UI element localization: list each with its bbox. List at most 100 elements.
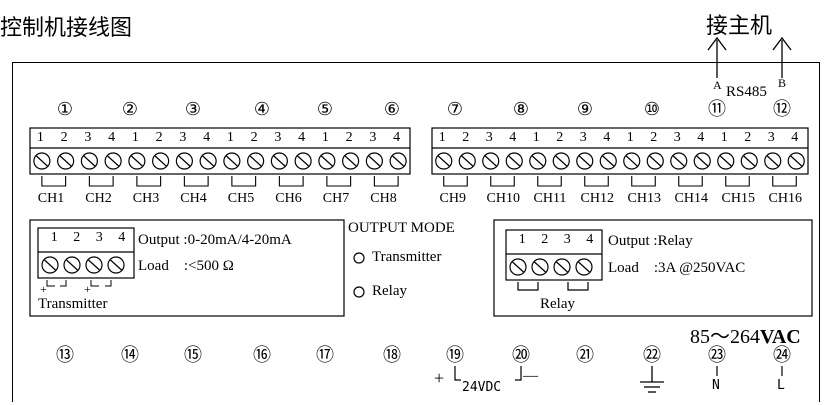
relay-box [493, 219, 813, 317]
channel-label: CH2 [85, 191, 112, 206]
channel-label: CH13 [627, 191, 661, 206]
transmitter-polarity [46, 280, 112, 287]
terminal-number-22: ㉒ [643, 345, 661, 365]
terminal-screw [575, 258, 593, 276]
terminal-screw [223, 152, 241, 170]
channel-bracket [490, 176, 515, 187]
channel-bracket [231, 176, 257, 187]
channel-label: CH3 [132, 191, 160, 206]
pin-number: 2 [345, 130, 353, 145]
terminal-screw [318, 152, 336, 170]
terminal-screw [529, 152, 547, 170]
pin-number: 1 [532, 130, 540, 145]
pin-number: 1 [720, 130, 728, 145]
pin-number: 4 [118, 230, 126, 245]
terminal-number-19: ⑲ [446, 345, 464, 365]
channel-label: CH15 [721, 191, 755, 206]
ac-unit: VAC [760, 326, 801, 348]
pin-number: 4 [393, 130, 401, 145]
terminal-screw [717, 152, 735, 170]
pin-number: 3 [95, 230, 103, 245]
transmitter-load-spec: Load :<500 Ω [138, 258, 234, 274]
rs485-label: RS485 [726, 84, 767, 100]
terminal-number-11: ⑪ [708, 99, 726, 119]
channel-label: CH14 [674, 191, 708, 206]
pin-number: 1 [226, 130, 234, 145]
relay-caption: Relay [540, 296, 575, 312]
terminal-block-right [431, 127, 809, 175]
host-connection-label: 接主机 [706, 14, 773, 39]
pin-number: 1 [321, 130, 329, 145]
pin-number: 1 [438, 130, 446, 145]
pin-number: 2 [744, 130, 752, 145]
output-mode-transmitter-radio [353, 252, 365, 264]
relay-pin-numbers: 1 2 3 4 [511, 232, 601, 248]
channel-bracket [136, 176, 162, 187]
terminal-screw [152, 152, 170, 170]
terminal-screw [175, 152, 193, 170]
terminal-screw [693, 152, 711, 170]
output-mode-relay-radio [353, 286, 365, 298]
pin-number: 3 [274, 130, 282, 145]
diagram-title: 控制机接线图 [0, 16, 133, 41]
dc-power-bracket [454, 366, 522, 381]
terminal-number-17: ⑰ [316, 345, 334, 365]
pin-number: 2 [556, 130, 564, 145]
pin-number: 4 [108, 130, 116, 145]
channel-label: CH6 [275, 191, 302, 206]
channel-bracket [326, 176, 352, 187]
pin-number: 3 [673, 130, 681, 145]
channel-bracket [183, 176, 209, 187]
transmitter-pin-numbers: 1 2 3 4 [43, 230, 133, 246]
terminal-number-7: ⑦ [446, 99, 464, 119]
terminal-screw [33, 152, 51, 170]
terminal-number-20: ⑳ [512, 345, 530, 365]
pin-number: 1 [36, 130, 44, 145]
channel-label: CH10 [486, 191, 520, 206]
terminal-screw [505, 152, 523, 170]
channel-label: CH5 [227, 191, 255, 206]
terminal-screw [80, 152, 98, 170]
terminal-number-14: ⑭ [121, 345, 139, 365]
neutral-label: N [712, 378, 720, 393]
terminal-screw [247, 152, 265, 170]
pin-number: 3 [563, 232, 571, 247]
terminal-screw [199, 152, 217, 170]
pin-number: 1 [518, 232, 526, 247]
line-label: L [777, 378, 785, 393]
terminal-number-23: ㉓ [708, 345, 726, 365]
channel-bracket [443, 176, 468, 187]
terminal-number-15: ⑮ [184, 345, 202, 365]
transmitter-output-spec: Output :0-20mA/4-20mA [138, 232, 292, 248]
terminal-number-16: ⑯ [253, 345, 271, 365]
terminal-screw [764, 152, 782, 170]
channel-label: CH7 [322, 191, 350, 206]
terminal-number-12: ⑫ [773, 99, 791, 119]
terminal-screw [270, 152, 288, 170]
terminal-screw [57, 152, 75, 170]
terminal-screw [294, 152, 312, 170]
pin-number: 4 [203, 130, 211, 145]
rs485-b-arrow [772, 36, 792, 78]
ground-symbol [640, 366, 664, 393]
pin-number: 4 [509, 130, 517, 145]
pin-number: 1 [50, 230, 58, 245]
terminal-screw [787, 152, 805, 170]
terminal-number-18: ⑱ [383, 345, 401, 365]
channel-bracket [373, 176, 399, 187]
dc-voltage-label: 24VDC [462, 380, 502, 395]
terminal-number-24: ㉔ [773, 345, 791, 365]
pin-number: 4 [586, 232, 594, 247]
channel-bracket [725, 176, 750, 187]
output-mode-transmitter-label: Transmitter [372, 249, 442, 265]
relay-output-spec: Output :Relay [608, 233, 693, 249]
svg-text:+: + [40, 282, 47, 296]
channel-label: CH1 [37, 191, 65, 206]
pin-number: 2 [60, 130, 68, 145]
pin-number: 2 [73, 230, 81, 245]
terminal-screw [41, 256, 59, 274]
relay-load-spec: Load :3A @250VAC [608, 260, 746, 276]
terminal-screw [576, 152, 594, 170]
terminal-screw [435, 152, 453, 170]
pin-number: 3 [84, 130, 92, 145]
